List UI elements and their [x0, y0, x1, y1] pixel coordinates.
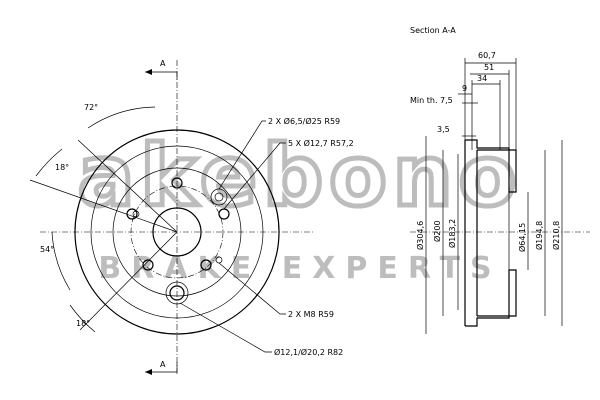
wheel-bolt-hole	[171, 177, 183, 189]
leader-callout-2	[223, 142, 286, 210]
section-arrow-top	[145, 69, 152, 75]
angle-arc-72	[87, 106, 156, 129]
leader-callout-3	[218, 262, 286, 315]
callout-adjuster-hole: Ø12,1/Ø20,2 R82	[274, 347, 343, 357]
angle-arc-54	[51, 231, 71, 291]
disc-inner-ring	[90, 145, 264, 319]
dia-183-2: Ø183,2	[447, 219, 457, 248]
dim-9: 9	[462, 84, 467, 93]
adjuster-hole-outer	[165, 281, 189, 305]
section-view: Section A-A 60,7 51 34 9 Min th. 7,5 3,5	[410, 26, 590, 334]
front-view: 72° 18° 54° 18° A A 2 X Ø6,5/Ø25 R59 5 X…	[29, 59, 354, 375]
leader-callout-4	[179, 302, 272, 353]
dia-304-6: Ø304,6	[415, 221, 425, 250]
dim-34: 34	[477, 74, 487, 83]
section-title: Section A-A	[410, 26, 456, 35]
angle-label-54: 54°	[40, 245, 54, 254]
wheel-bolt-hole	[200, 259, 212, 271]
m8-thread-hole	[132, 210, 140, 218]
disc-outer-edge	[74, 129, 280, 335]
dim-min-thickness: Min th. 7,5	[410, 96, 453, 105]
section-marker-bottom-line	[145, 362, 178, 373]
dia-210-8: Ø210,8	[551, 221, 561, 250]
angle-arc-18-top	[35, 148, 63, 177]
callout-thread-holes: 2 X M8 R59	[288, 310, 334, 319]
angle-ref-line	[79, 231, 178, 331]
callout-bolt-holes: 5 X Ø12,7 R57,2	[288, 138, 354, 148]
dia-194-8: Ø194,8	[534, 221, 544, 250]
angle-label-18-top: 18°	[55, 163, 69, 172]
dim-51: 51	[484, 63, 494, 72]
angle-ref-line	[77, 139, 178, 233]
angle-label-18-bottom: 18°	[76, 319, 90, 328]
angle-label-72: 72°	[84, 103, 98, 112]
watermark-subtitle: BRAKE EXPERTS	[98, 251, 501, 286]
section-marker-top-line	[145, 71, 178, 80]
angle-arc-18-bottom	[69, 304, 96, 333]
leader-callout-1	[218, 120, 266, 190]
angle-ref-line	[29, 179, 178, 233]
dim-3-5: 3,5	[437, 125, 450, 134]
section-arrow-bottom	[145, 369, 152, 375]
adjuster-hole	[169, 285, 185, 301]
dia-64-15: Ø64,15	[517, 223, 527, 252]
section-marker-top: A	[160, 59, 166, 68]
watermark-logo: akebono	[78, 127, 523, 225]
dia-200: Ø200	[432, 220, 442, 242]
dim-60-7: 60,7	[478, 51, 496, 60]
locating-hole	[214, 192, 224, 202]
section-profile-upper	[465, 139, 517, 193]
section-marker-bottom: A	[160, 360, 166, 369]
center-bore	[152, 207, 202, 257]
bolt-pitch-circle	[130, 185, 224, 279]
hat-outer-circle	[112, 167, 242, 297]
callout-hole-spec-1: 2 X Ø6,5/Ø25 R59	[268, 116, 340, 126]
section-profile-lower	[465, 269, 517, 327]
wheel-bolt-hole	[142, 259, 154, 271]
